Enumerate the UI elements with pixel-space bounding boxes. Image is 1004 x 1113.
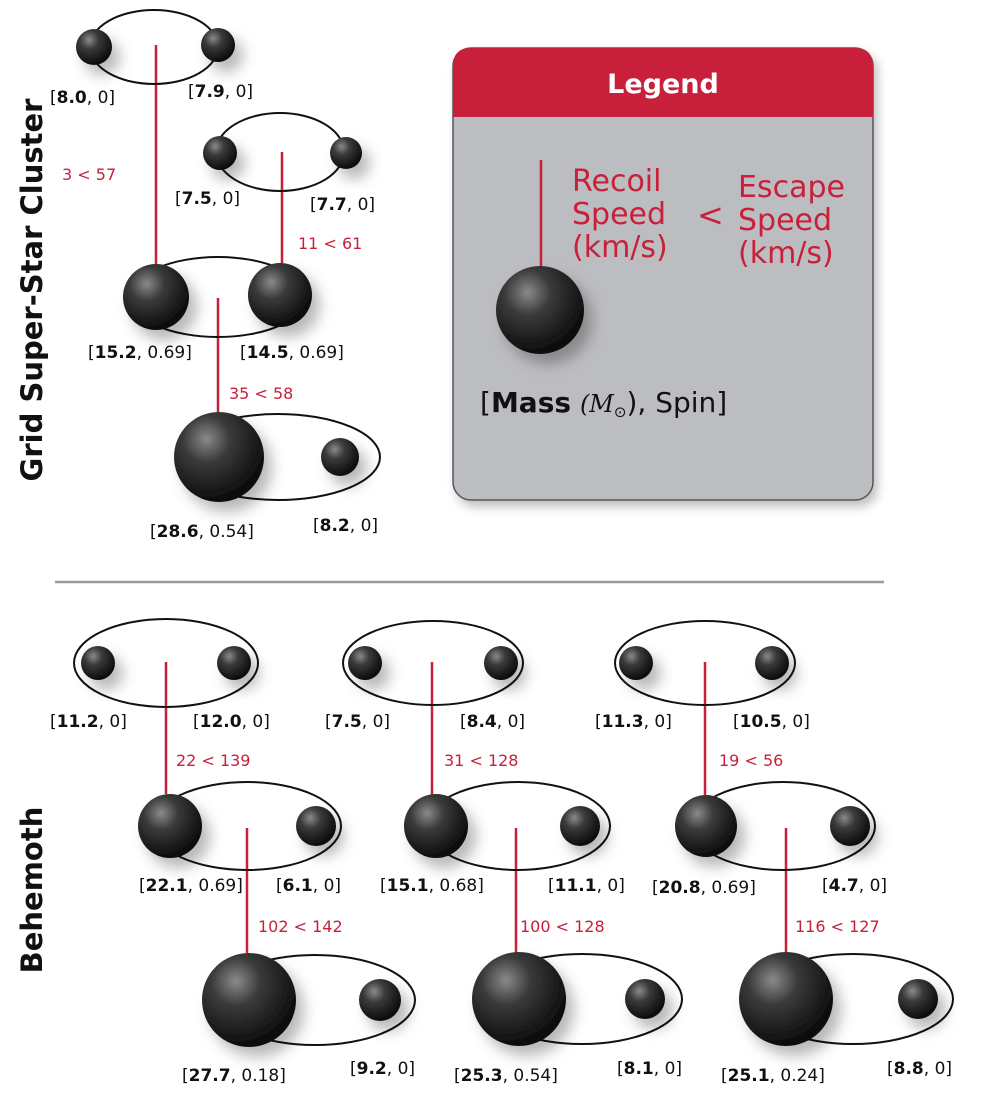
mass-label-right: [6.1, 0] <box>276 876 341 896</box>
black-hole-left <box>174 412 264 502</box>
mass-label-right: [9.2, 0] <box>350 1059 415 1079</box>
black-hole-left <box>203 136 237 170</box>
binary-b22 <box>404 781 611 871</box>
mass-label-left: [15.2, 0.69] <box>88 343 192 363</box>
orbit-ellipse <box>73 618 259 708</box>
speed-comparison: 3 < 57 <box>62 165 116 184</box>
black-hole-right <box>560 806 600 846</box>
legend-black-hole <box>496 266 584 354</box>
binary-b21 <box>342 620 524 706</box>
black-hole-right <box>201 28 235 62</box>
mass-label-left: [22.1, 0.69] <box>139 876 243 896</box>
legend-title: Legend <box>607 69 719 100</box>
black-hole-left <box>404 794 468 858</box>
legend-recoil-line3: (km/s) <box>572 230 668 265</box>
mass-label-right: [7.7, 0] <box>310 195 375 215</box>
mass-label-right: [11.1, 0] <box>548 876 625 896</box>
legend-recoil-line2: Speed <box>572 197 666 232</box>
legend-escape-line3: (km/s) <box>738 236 834 271</box>
black-hole-right <box>625 979 665 1019</box>
legend-recoil-line1: Recoil <box>572 164 661 199</box>
binary-b31 <box>614 620 796 706</box>
mass-label-right: [7.9, 0] <box>188 82 253 102</box>
speed-comparison: 19 < 56 <box>719 751 783 770</box>
binary-g1 <box>76 9 235 85</box>
speed-comparison: 100 < 128 <box>520 917 605 936</box>
speed-comparison: 102 < 142 <box>258 917 343 936</box>
black-hole-right <box>898 979 938 1019</box>
black-hole-right <box>296 806 336 846</box>
black-hole-right <box>321 438 359 476</box>
legend-panel: Legend Recoil Speed (km/s) < Escape Spee… <box>452 47 874 501</box>
mass-label-left: [15.1, 0.68] <box>380 876 484 896</box>
mass-label-right: [8.8, 0] <box>887 1059 952 1079</box>
mass-label-right: [8.4, 0] <box>460 712 525 732</box>
speed-comparison: 116 < 127 <box>795 917 880 936</box>
black-hole-right <box>330 137 362 169</box>
mass-label-right: [4.7, 0] <box>822 876 887 896</box>
binary-g2 <box>203 112 362 192</box>
mass-label-left: [11.2, 0] <box>50 712 127 732</box>
mass-label-right: [12.0, 0] <box>193 712 270 732</box>
mass-label-left: [20.8, 0.69] <box>652 878 756 898</box>
binary-b33 <box>739 952 954 1046</box>
binary-b13 <box>202 953 416 1047</box>
section-title-behemoth: Behemoth <box>15 807 49 974</box>
speed-comparison: 22 < 139 <box>176 751 250 770</box>
black-hole-left <box>138 794 202 858</box>
mass-label-left: [25.1, 0.24] <box>721 1066 825 1086</box>
binary-b12 <box>138 781 342 871</box>
legend-escape-line1: Escape <box>738 170 845 205</box>
black-hole-left <box>76 29 112 65</box>
legend-less-than: < <box>697 196 724 234</box>
binary-b32 <box>675 781 876 871</box>
mass-label-left: [28.6, 0.54] <box>150 522 254 542</box>
black-hole-left <box>675 795 737 857</box>
speed-comparison: 31 < 128 <box>444 751 518 770</box>
mass-label-right: [8.2, 0] <box>313 516 378 536</box>
binary-g3 <box>123 256 312 338</box>
black-hole-left <box>739 952 833 1046</box>
speed-comparison: 35 < 58 <box>229 384 293 403</box>
black-hole-right <box>830 806 870 846</box>
black-hole-right <box>359 979 401 1021</box>
mass-label-right: [14.5, 0.69] <box>240 343 344 363</box>
mass-label-left: [7.5, 0] <box>325 712 390 732</box>
mass-label-right: [8.1, 0] <box>617 1059 682 1079</box>
black-hole-right <box>217 646 251 680</box>
black-hole-right <box>248 263 312 327</box>
legend-escape-line2: Speed <box>738 203 832 238</box>
orbit-ellipse <box>342 620 524 706</box>
mass-label-left: [8.0, 0] <box>50 88 115 108</box>
black-hole-left <box>619 646 653 680</box>
mass-label-left: [7.5, 0] <box>175 189 240 209</box>
black-hole-left <box>81 646 115 680</box>
black-hole-left <box>348 646 382 680</box>
binary-b23 <box>472 952 683 1046</box>
speed-comparison: 11 < 61 <box>298 234 362 253</box>
binary-b11 <box>73 618 259 708</box>
legend-header <box>453 48 873 117</box>
section-title-grid: Grid Super-Star Cluster <box>15 98 49 482</box>
legend-format-label: [Mass (M⊙), Spin] <box>480 386 727 421</box>
mass-label-left: [11.3, 0] <box>595 712 672 732</box>
black-hole-right <box>484 646 518 680</box>
black-hole-left <box>202 953 296 1047</box>
black-hole-right <box>755 646 789 680</box>
black-hole-left <box>472 952 566 1046</box>
mass-label-left: [25.3, 0.54] <box>454 1066 558 1086</box>
orbit-ellipse <box>614 620 796 706</box>
mass-label-right: [10.5, 0] <box>733 712 810 732</box>
binary-g4 <box>174 412 381 502</box>
black-hole-left <box>123 264 189 330</box>
mass-label-left: [27.7, 0.18] <box>182 1066 286 1086</box>
